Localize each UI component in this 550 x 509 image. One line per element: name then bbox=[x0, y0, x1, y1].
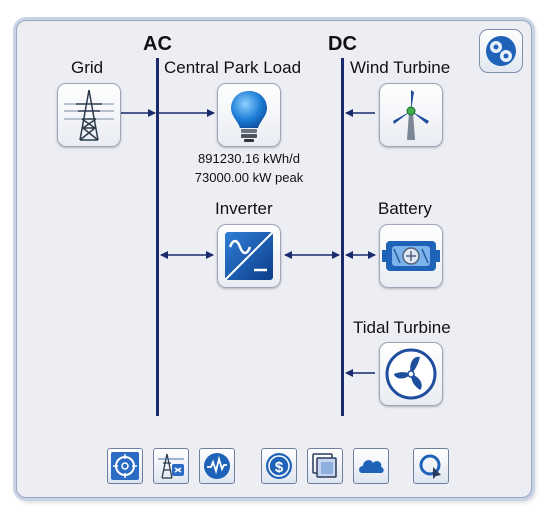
ac-bus-label: AC bbox=[143, 33, 172, 55]
cloud-button[interactable] bbox=[353, 448, 389, 484]
load-energy: 891230.16 kWh/d bbox=[198, 151, 300, 166]
tidal-label: Tidal Turbine bbox=[353, 318, 451, 337]
cloud-icon bbox=[359, 460, 384, 473]
target-button[interactable] bbox=[107, 448, 143, 484]
battery-icon bbox=[382, 241, 440, 271]
gears-icon bbox=[486, 36, 516, 66]
wind-turbine-icon bbox=[393, 90, 429, 140]
inverter-icon bbox=[224, 231, 274, 281]
transmission-tower-icon bbox=[64, 89, 114, 141]
light-bulb-icon bbox=[231, 91, 267, 142]
rotate-icon bbox=[419, 454, 441, 479]
layers-button[interactable] bbox=[307, 448, 343, 484]
layers-icon bbox=[312, 453, 337, 478]
inverter-label: Inverter bbox=[215, 199, 273, 218]
battery-component[interactable] bbox=[379, 224, 443, 288]
dollar-button[interactable]: $ bbox=[261, 448, 297, 484]
wind-turbine-component[interactable] bbox=[379, 83, 443, 147]
load-label: Central Park Load bbox=[164, 58, 302, 77]
load-component[interactable] bbox=[217, 83, 281, 147]
schematic-panel: AC DC Grid Central Park Load Wind Turbin… bbox=[16, 20, 532, 498]
waveform-icon bbox=[204, 453, 230, 479]
tower-settings-icon bbox=[158, 453, 184, 479]
tidal-turbine-icon bbox=[385, 348, 437, 400]
dc-bus-line bbox=[341, 58, 344, 416]
load-peak: 73000.00 kW peak bbox=[194, 170, 304, 185]
target-icon bbox=[111, 452, 139, 480]
waveform-button[interactable] bbox=[199, 448, 235, 484]
dollar-icon: $ bbox=[266, 453, 292, 479]
wind-label: Wind Turbine bbox=[350, 58, 451, 77]
battery-label: Battery bbox=[378, 199, 432, 218]
grid-label: Grid bbox=[71, 58, 104, 77]
dc-bus-label: DC bbox=[328, 33, 357, 55]
grid-component[interactable] bbox=[57, 83, 121, 147]
rotate-button[interactable] bbox=[413, 448, 449, 484]
inverter-component[interactable] bbox=[217, 224, 281, 288]
gears-button[interactable] bbox=[479, 29, 523, 73]
connection-wires bbox=[121, 109, 376, 377]
ac-bus-line bbox=[156, 58, 159, 416]
svg-text:$: $ bbox=[275, 459, 284, 476]
tidal-turbine-component[interactable] bbox=[379, 342, 443, 406]
tower-settings-button[interactable] bbox=[153, 448, 189, 484]
